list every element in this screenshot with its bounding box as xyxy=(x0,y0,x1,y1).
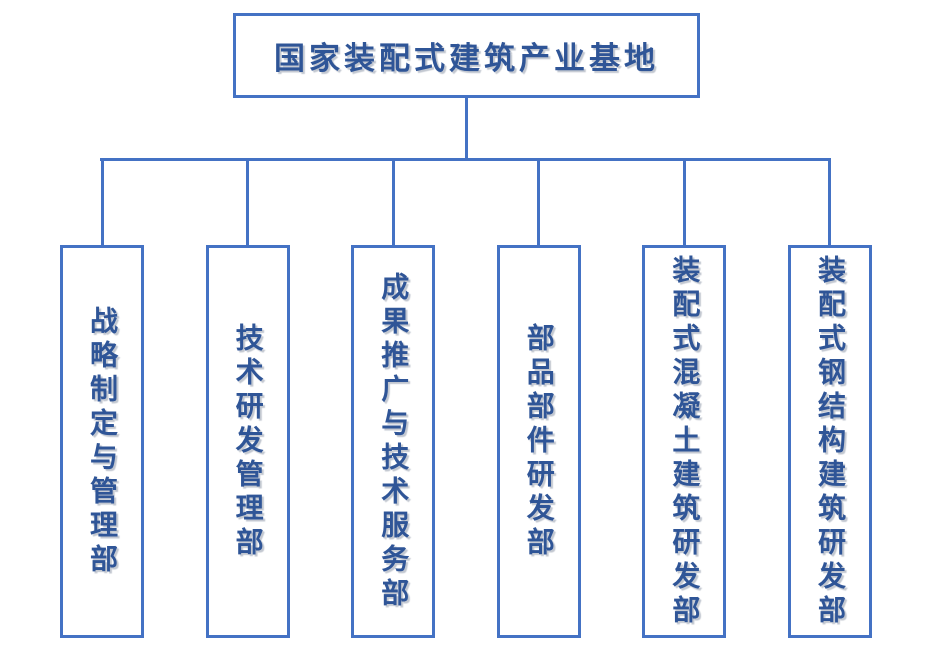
dept-box-components-rd: 部品部件研发部 xyxy=(496,160,581,638)
dept-box-precast-concrete-rd: 装配式混凝土建筑研发部 xyxy=(642,160,727,638)
connector-drop xyxy=(391,160,395,248)
dept-label: 装配式混凝土建筑研发部 xyxy=(668,254,702,629)
stem-connector xyxy=(465,97,468,160)
root-box: 国家装配式建筑产业基地 xyxy=(233,13,700,98)
dept-label: 部品部件研发部 xyxy=(522,322,556,561)
root-label: 国家装配式建筑产业基地 xyxy=(274,41,659,77)
dept-label: 战略制定与管理部 xyxy=(86,305,119,578)
horizontal-connector xyxy=(100,158,831,161)
connector-drop xyxy=(537,160,541,248)
connector-drop xyxy=(246,160,250,248)
connector-drop xyxy=(100,160,104,248)
dept-label: 装配式钢结构建筑研发部 xyxy=(813,254,847,629)
connector-drop xyxy=(828,160,832,248)
dept-label: 技术研发管理部 xyxy=(231,322,265,561)
connector-drop xyxy=(682,160,686,248)
dept-box-promotion-tech-services: 成果推广与技术服务部 xyxy=(351,160,436,638)
dept-box-steel-structure-rd: 装配式钢结构建筑研发部 xyxy=(787,160,872,638)
dept-box-tech-rd-management: 技术研发管理部 xyxy=(205,160,290,638)
departments-row: 战略制定与管理部 技术研发管理部 成果推广与技术服务部 部品部件研发部 装配式混… xyxy=(60,160,872,638)
dept-box-strategy-management: 战略制定与管理部 xyxy=(60,160,144,638)
dept-label: 成果推广与技术服务部 xyxy=(377,271,411,612)
